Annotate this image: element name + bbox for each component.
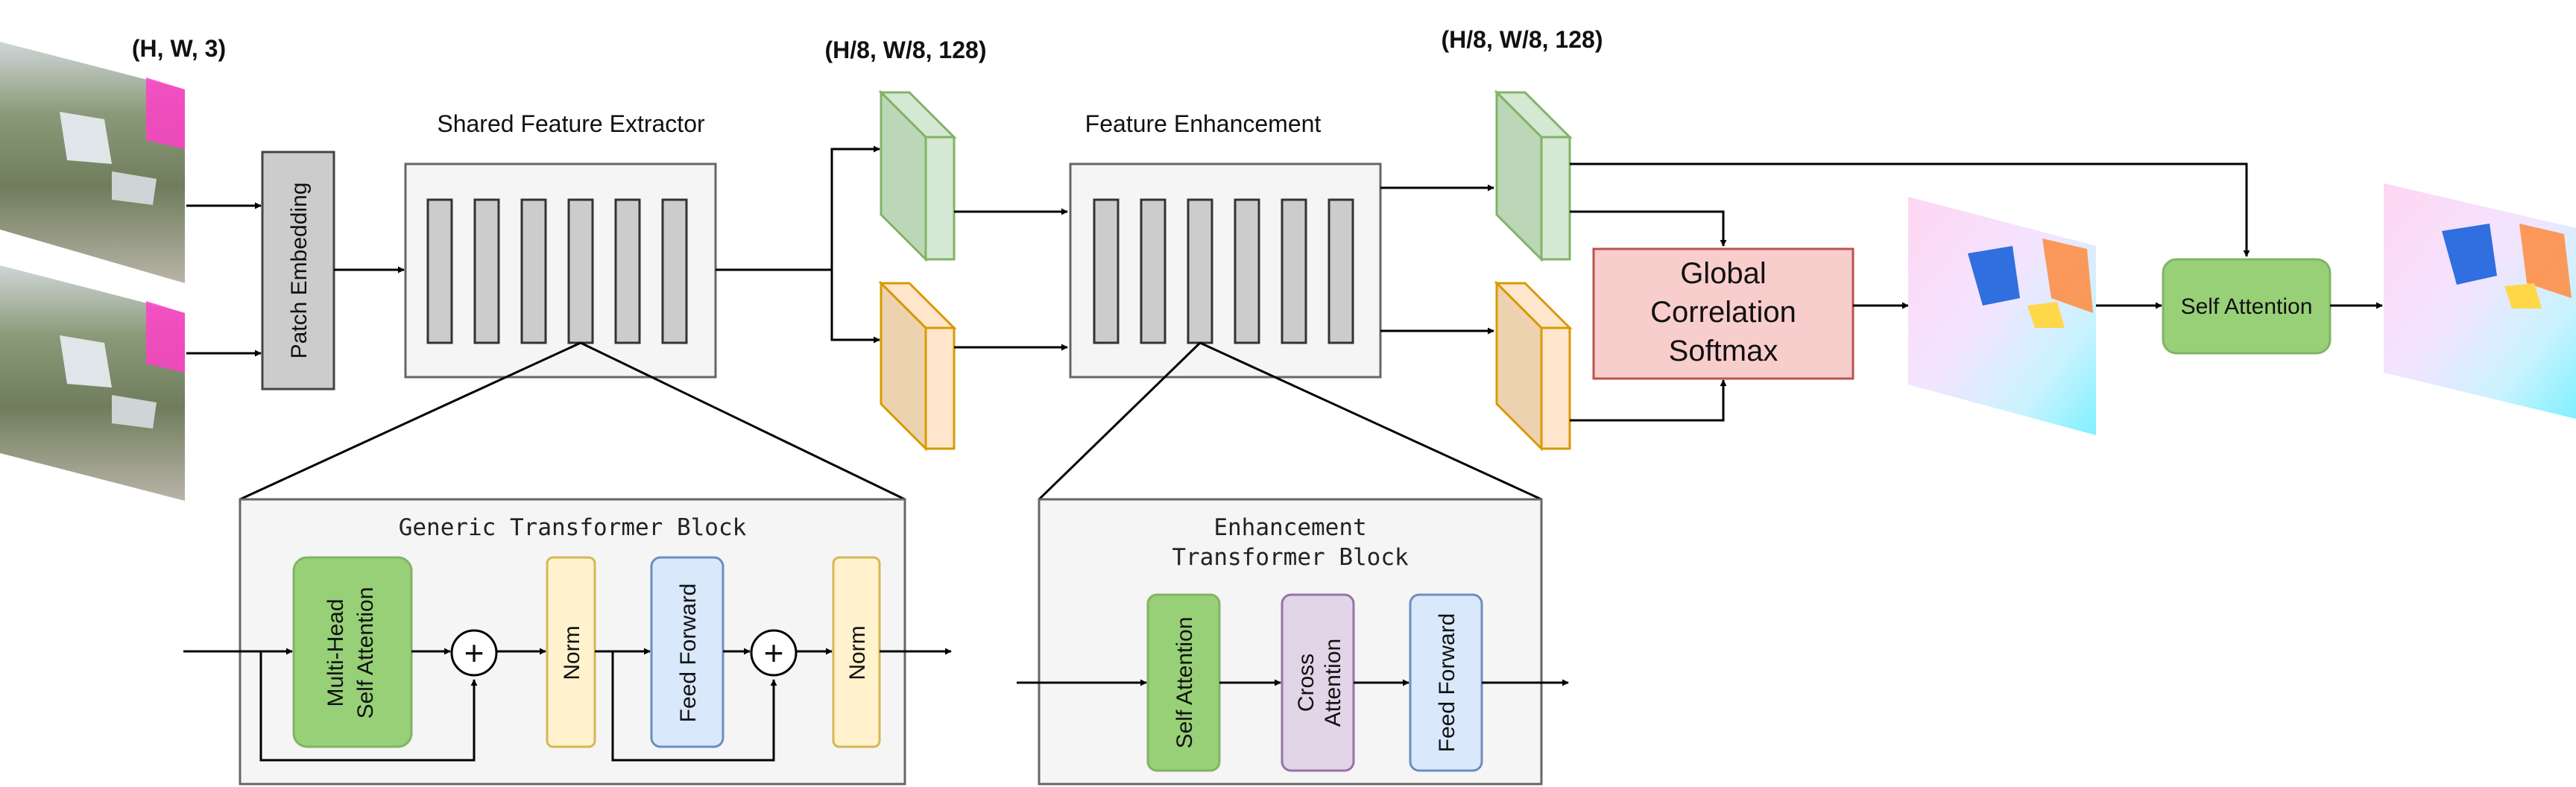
global-correlation-box: [1592, 247, 1854, 380]
input-shape-label: (H, W, 3): [132, 35, 226, 62]
enhancement-layer: [1140, 198, 1167, 344]
add-node-2: [750, 629, 798, 677]
arrow-to-feature-1: [830, 145, 880, 270]
extractor-layer: [661, 198, 688, 344]
add-node-1-label: +: [464, 633, 484, 672]
feature-shape-label-2: (H/8, W/8, 128): [1442, 26, 1603, 53]
feature-map-1: [878, 89, 957, 262]
enh-self-attention-label: Self Attention: [1172, 617, 1197, 749]
feature-map-3: [1494, 89, 1573, 262]
enh-cross-attention-label-2: Attention: [1321, 639, 1345, 727]
patch-embedding-label: Patch Embedding: [287, 183, 312, 359]
enhancement-layers: [1093, 198, 1354, 344]
norm-label-2: Norm: [845, 625, 870, 680]
enhancement-block-title-1: Enhancement: [1213, 514, 1366, 541]
feed-forward-label: Feed Forward: [676, 584, 701, 723]
feature-shape-label-1: (H/8, W/8, 128): [825, 37, 987, 63]
mhsa-label-2: Self Attention: [353, 587, 378, 719]
enhancement-block-title-2: Transformer Block: [1172, 544, 1409, 571]
global-correlation-line1: Global: [1680, 257, 1767, 290]
flow-map-output: [2384, 183, 2576, 419]
extractor-layer: [520, 198, 547, 344]
add-node-2-label: +: [764, 633, 784, 672]
mhsa-label-1: Multi-Head: [323, 598, 348, 707]
extractor-layers: [426, 198, 688, 344]
enh-feed-forward-label: Feed Forward: [1435, 613, 1459, 753]
shared-extractor-title: Shared Feature Extractor: [437, 110, 705, 137]
zoom-line-right: [580, 341, 906, 501]
zoom-line-left: [239, 341, 581, 501]
zoom-line-left-2: [1038, 341, 1202, 501]
add-node-1: [450, 629, 498, 677]
self-attention-refine-label: Self Attention: [2181, 294, 2313, 319]
feature-map-4: [1494, 280, 1573, 452]
arrow-feature3-to-self-attention: [1570, 162, 2250, 257]
enhancement-layer: [1328, 198, 1354, 344]
feature-map-2: [878, 280, 957, 452]
enh-cross-attention-label-1: Cross: [1294, 654, 1319, 712]
extractor-layer: [473, 198, 500, 344]
input-image-1: [0, 42, 185, 283]
enhancement-layer: [1093, 198, 1120, 344]
zoom-line-right-2: [1199, 341, 1542, 501]
enhancement-layer: [1187, 198, 1213, 344]
feature-enhancement-title: Feature Enhancement: [1085, 110, 1322, 137]
generic-block-title: Generic Transformer Block: [399, 514, 747, 541]
residual-connection-1: [259, 651, 478, 762]
enhancement-layer: [1281, 198, 1307, 344]
global-correlation-line2: Correlation: [1650, 296, 1796, 329]
norm-label-1: Norm: [560, 625, 584, 680]
patch-embedding-box: [261, 151, 335, 391]
extractor-layer: [426, 198, 453, 344]
global-correlation-line3: Softmax: [1669, 335, 1778, 367]
arrow-to-feature-2: [830, 270, 880, 344]
extractor-layer: [567, 198, 594, 344]
mhsa-box: [292, 556, 413, 748]
residual-connection-2: [611, 651, 777, 762]
arrow-feature3-to-correlation: [1570, 210, 1727, 247]
enhancement-layer: [1234, 198, 1260, 344]
extractor-layer: [614, 198, 641, 344]
flow-map-initial: [1908, 197, 2096, 435]
input-image-2: [0, 265, 185, 501]
arrow-feature4-to-correlation: [1570, 379, 1727, 422]
